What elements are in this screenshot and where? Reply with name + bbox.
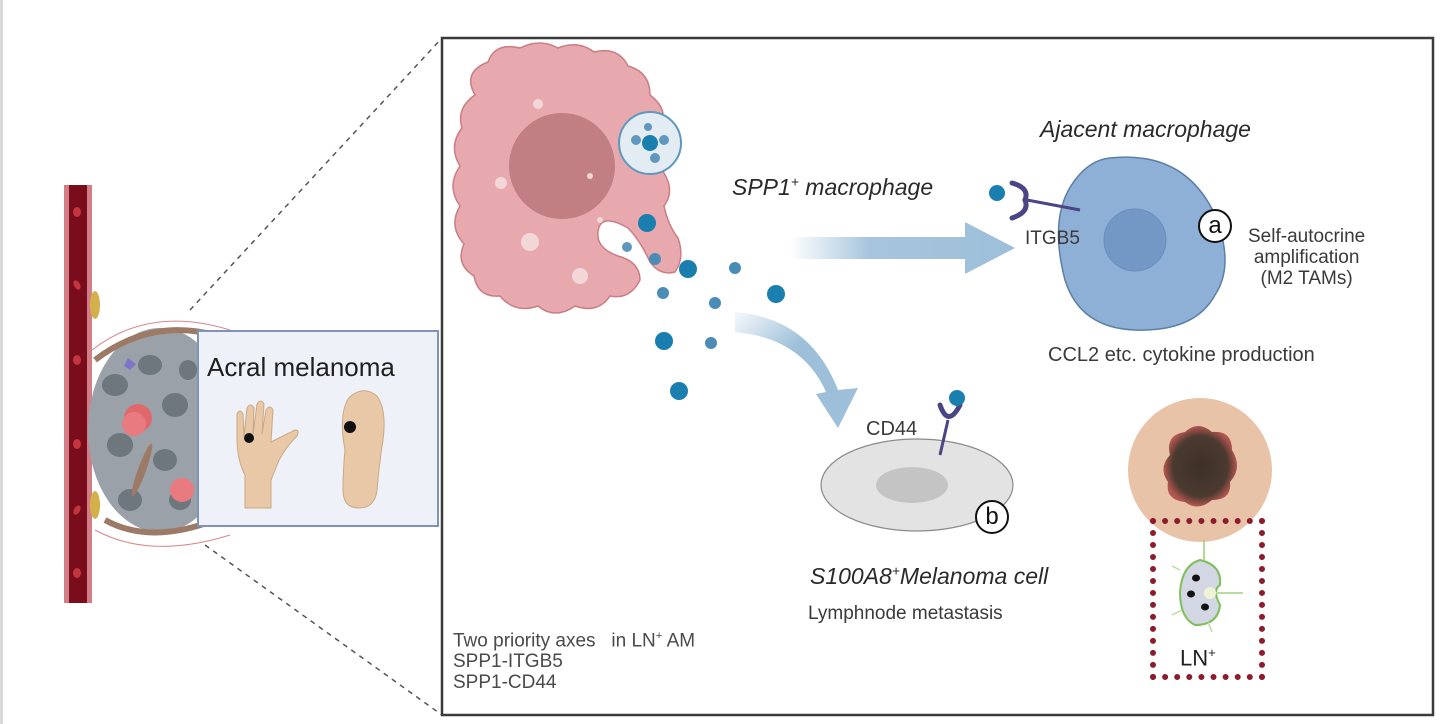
melanoma-cell-label: S100A8+Melanoma cell (810, 563, 1048, 590)
axis-spp1-cd44: SPP1-CD44 (453, 672, 557, 694)
cd44-label: CD44 (866, 418, 918, 440)
effect-line-3: (M2 TAMs) (1260, 268, 1353, 289)
zoom-line-bottom (204, 544, 443, 716)
ln-text: LN (1180, 645, 1209, 671)
marker-a: a (1198, 209, 1232, 243)
footnote-title: Two priority axes (453, 630, 596, 652)
footnote-sup: + (655, 630, 663, 642)
acral-melanoma-label: Acral melanoma (207, 352, 395, 382)
footnote-am: AM (662, 630, 696, 652)
effect-line-2: amplification (1253, 247, 1360, 268)
spp1-gene: SPP1 (732, 174, 791, 200)
arrow-to-melanoma-cell (735, 312, 858, 428)
primary-lesion (1128, 398, 1272, 542)
tumor-mass (88, 320, 232, 547)
cytokine-production-text: CCL2 etc. cytokine production (1048, 344, 1315, 366)
s100a8-sup: + (891, 563, 900, 579)
ln-positive-box (1150, 518, 1265, 680)
ln-positive-label: LN+ (1180, 645, 1216, 671)
acral-sites-illustration (236, 390, 385, 509)
zoom-line-top (189, 37, 443, 311)
cd44-receptor (937, 390, 965, 456)
ln-sup: + (1208, 645, 1216, 660)
itgb5-label: ITGB5 (1025, 228, 1080, 249)
sole-icon (341, 390, 385, 509)
footnote: Two priority axes in LN+ AM SPP1-ITGB5 S… (453, 626, 695, 693)
spp1-ligands (622, 214, 785, 400)
lymphnode-metastasis-text: Lymphnode metastasis (808, 603, 1003, 624)
footnote-in-ln: in LN (611, 630, 656, 652)
spp1-macrophage-cell (452, 42, 682, 314)
adjacent-macrophage-title: Ajacent macrophage (1040, 116, 1251, 142)
melanoma-cell (820, 438, 1014, 532)
arrow-to-adjacent-macrophage (790, 222, 1015, 274)
axis-spp1-itgb5: SPP1-ITGB5 (453, 651, 563, 673)
itgb5-receptor (989, 180, 1081, 221)
self-autocrine-text: Self-autocrine amplification (M2 TAMs) (1248, 226, 1365, 289)
acral-melanoma-inset: Acral melanoma (197, 330, 439, 527)
marker-b: b (975, 500, 1009, 534)
s100a8-gene: S100A8 (810, 563, 892, 589)
melanoma-cell-suffix: Melanoma cell (899, 563, 1049, 589)
spp1-macrophage-label: SPP1+ macrophage (732, 174, 933, 201)
palm-icon (236, 400, 299, 509)
left-edge-strip (0, 0, 3, 724)
spp1-suffix: macrophage (798, 174, 934, 200)
spp1-sup: + (790, 174, 799, 190)
footnote-line-1: Two priority axes in LN+ AM (453, 626, 695, 651)
effect-line-1: Self-autocrine (1248, 226, 1366, 247)
adjacent-macrophage-cell (1057, 156, 1226, 331)
lymph-node (1171, 540, 1243, 633)
blood-vessel (64, 185, 100, 603)
